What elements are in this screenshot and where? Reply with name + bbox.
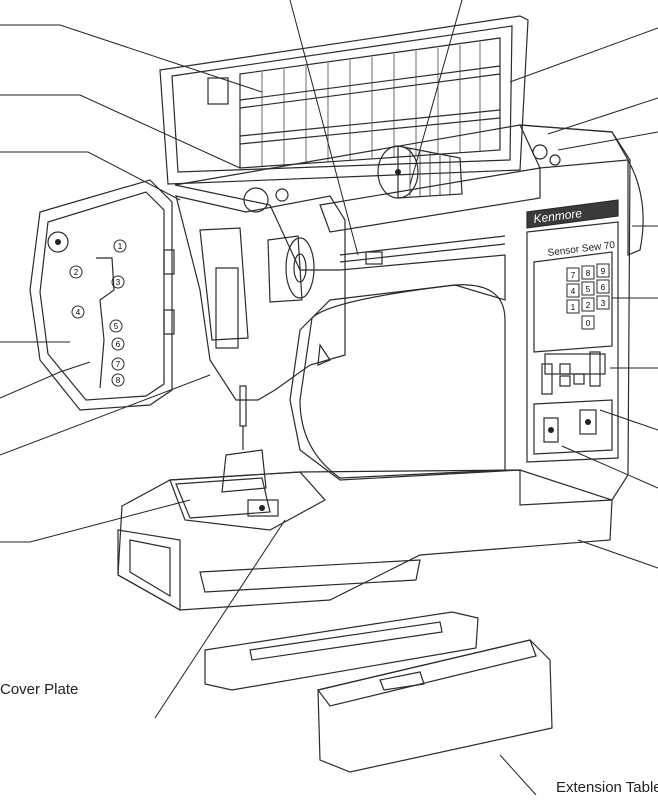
keypad-button-label: 7 — [571, 271, 576, 280]
keypad-button[interactable]: 1 — [566, 299, 580, 314]
threading-step-number: 4 — [76, 308, 81, 317]
stitch-length-slider[interactable] — [541, 363, 553, 395]
keypad-button[interactable]: 9 — [596, 263, 610, 278]
keypad-button[interactable]: 4 — [566, 283, 580, 298]
face-cover: 1 2 3 4 5 6 7 8 — [29, 179, 175, 411]
pattern-button[interactable] — [559, 375, 571, 387]
threading-step-marker: 5 — [109, 319, 123, 333]
threading-step-marker: 3 — [111, 275, 125, 289]
threading-step-number: 8 — [116, 376, 121, 385]
keypad-button-label: 1 — [571, 303, 576, 312]
light-switch[interactable] — [579, 409, 597, 435]
free-arm-base — [117, 469, 613, 612]
top-lid — [159, 15, 529, 185]
needle-head — [175, 195, 346, 493]
label-needle-cover-plate: Cover Plate — [0, 681, 78, 698]
spool-of-thread — [377, 145, 463, 199]
needle-cover-plate — [175, 477, 271, 519]
keypad-button-label: 8 — [586, 269, 591, 278]
keypad-button[interactable]: 6 — [596, 279, 610, 294]
keypad-button-label: 5 — [586, 285, 591, 294]
brand-name: Kenmore — [533, 206, 583, 226]
threading-step-marker: 1 — [113, 239, 127, 253]
threading-step-number: 1 — [118, 242, 123, 251]
keypad-button-label: 2 — [586, 301, 591, 310]
threading-step-marker: 2 — [69, 265, 83, 279]
threading-step-marker: 6 — [111, 337, 125, 351]
stitch-width-slider[interactable] — [589, 351, 601, 387]
keypad-button-label: 3 — [601, 299, 606, 308]
keypad-button[interactable]: 8 — [581, 265, 595, 280]
threading-step-marker: 7 — [111, 357, 125, 371]
threading-step-number: 5 — [114, 322, 119, 331]
keypad-button-label: 9 — [601, 267, 606, 276]
machine-body — [174, 124, 644, 506]
pattern-buttons — [559, 363, 585, 387]
keypad-button-label: 4 — [571, 287, 576, 296]
keypad-button[interactable]: 5 — [581, 281, 595, 296]
keypad-button[interactable]: 3 — [596, 295, 610, 310]
threading-step-number: 6 — [116, 340, 121, 349]
pattern-button[interactable] — [559, 363, 571, 375]
keypad-button[interactable]: 7 — [566, 267, 580, 282]
stitch-chart — [239, 37, 501, 169]
threading-step-marker: 4 — [71, 305, 85, 319]
keypad-button[interactable]: 0 — [581, 315, 595, 330]
keypad-button[interactable]: 2 — [581, 297, 595, 312]
threading-guide: 1 2 3 4 5 6 7 8 — [69, 239, 127, 387]
pattern-button[interactable] — [573, 373, 585, 385]
threading-step-marker: 8 — [111, 373, 125, 387]
threading-step-number: 7 — [116, 360, 121, 369]
label-extension-table: Extension Table — [556, 779, 658, 795]
keypad-button-label: 0 — [586, 319, 591, 328]
keypad: 7 8 9 4 5 6 1 2 3 0 — [566, 263, 610, 330]
brand-badge: Kenmore — [526, 199, 619, 229]
threading-step-number: 2 — [74, 268, 79, 277]
extension-table-parts — [204, 611, 553, 773]
keypad-button-label: 6 — [601, 283, 606, 292]
threading-step-number: 3 — [116, 278, 121, 287]
power-switch[interactable] — [543, 417, 559, 443]
